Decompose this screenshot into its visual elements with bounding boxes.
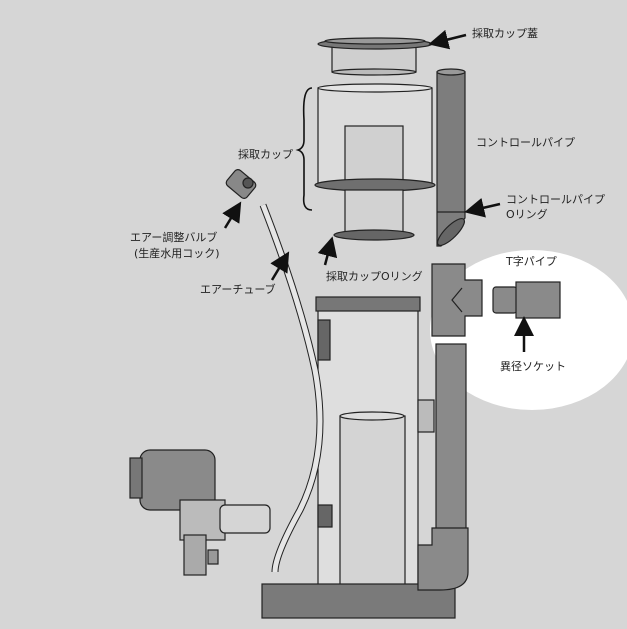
arrow-control-pipe-oring (464, 198, 501, 218)
pump (129, 449, 271, 576)
arrow-cup-lid (428, 29, 467, 50)
arrow-air-tube (270, 251, 290, 281)
arrow-cup-oring (317, 236, 338, 266)
t-pipe (431, 263, 483, 337)
label-air-valve-2: (生産水用コック) (134, 246, 220, 260)
arrow-air-valve (222, 201, 242, 229)
label-air-tube: エアーチューブ (200, 282, 276, 296)
skimmer-body (261, 296, 456, 619)
label-cup-oring: 採取カップOリング (326, 269, 423, 283)
air-tube (259, 203, 324, 573)
control-pipe (436, 68, 466, 247)
collection-cup (314, 83, 436, 241)
label-collection-cup: 採取カップ (238, 147, 293, 161)
label-control-pipe: コントロールパイプ (476, 136, 575, 149)
return-pipe (417, 343, 469, 591)
label-reducer-socket: 異径ソケット (500, 360, 566, 373)
cup-lid (317, 37, 433, 76)
label-t-pipe: T字パイプ (505, 254, 557, 268)
label-air-valve: エアー調整バルブ (130, 230, 217, 244)
label-cup-lid: 採取カップ蓋 (472, 26, 538, 40)
air-valve (225, 169, 257, 199)
label-control-pipe-oring-2: Oリング (506, 207, 548, 221)
reducer-socket (492, 281, 561, 319)
label-control-pipe-oring: コントロールパイプ (506, 193, 605, 206)
brace (295, 87, 313, 211)
